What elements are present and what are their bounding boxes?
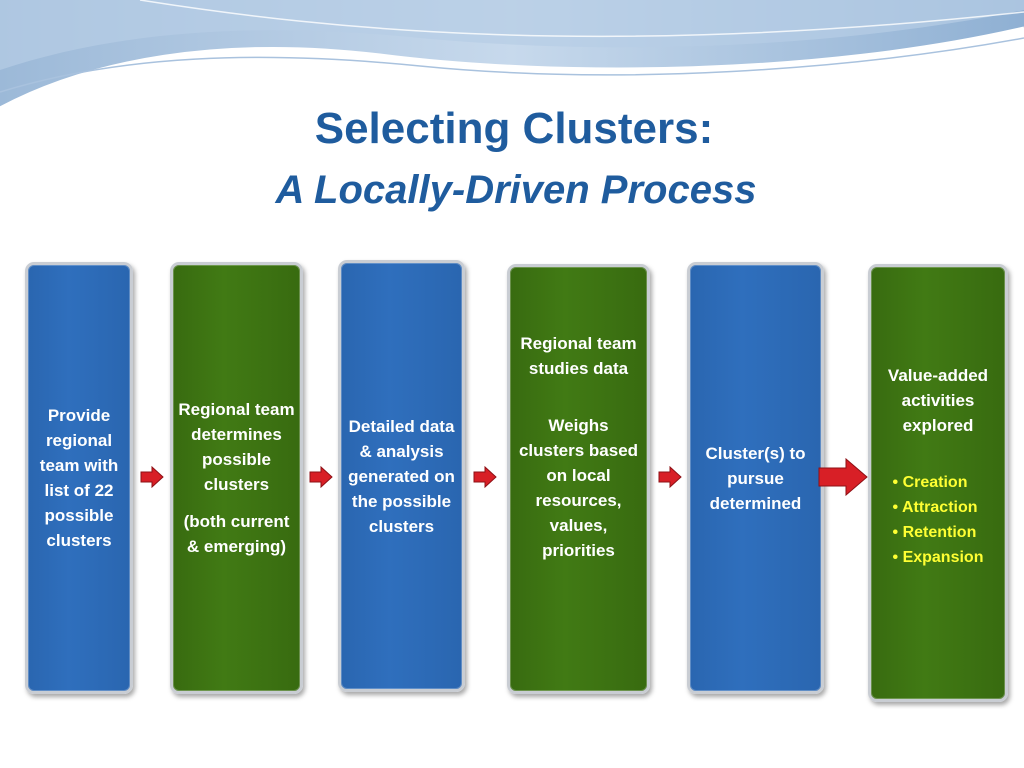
step-4-detail: Weighs clusters based on local resources…	[518, 416, 639, 560]
bullet-expansion: • Expansion	[892, 549, 984, 566]
step-5-text: Cluster(s) to pursue determined	[705, 443, 806, 513]
step-4-text: Regional team studies data	[520, 334, 637, 378]
step-box-3: Detailed data & analysis generated on th…	[338, 260, 465, 692]
bullet-retention: • Retention	[892, 524, 977, 541]
step-6-bullet-list: • Creation • Attraction • Retention • Ex…	[893, 470, 984, 570]
bullet-attraction: • Attraction	[892, 499, 978, 516]
step-box-5: Cluster(s) to pursue determined	[687, 262, 824, 694]
step-1-text: Provide regional team with list of 22 po…	[39, 406, 119, 550]
arrow-right-icon-1	[140, 466, 164, 488]
step-6-text: Value-added activities explored	[887, 366, 989, 435]
step-3-text: Detailed data & analysis generated on th…	[348, 416, 455, 536]
header-wave-decoration	[0, 0, 1024, 110]
slide-subtitle: A Locally-Driven Process	[275, 168, 757, 212]
arrow-right-icon-2	[309, 466, 333, 488]
arrow-right-icon-4	[658, 466, 682, 488]
step-box-6: Value-added activities explored • Creati…	[868, 264, 1008, 702]
step-2-text: Regional team determines possible cluste…	[178, 400, 295, 494]
slide-title: Selecting Clusters:	[314, 104, 714, 153]
step-2-note: (both current & emerging)	[183, 512, 290, 556]
step-box-4: Regional team studies data Weighs cluste…	[507, 264, 650, 694]
bullet-creation: • Creation	[892, 474, 968, 491]
arrow-right-large-icon	[818, 458, 868, 496]
step-box-2: Regional team determines possible cluste…	[170, 262, 303, 694]
step-box-1: Provide regional team with list of 22 po…	[25, 262, 133, 694]
arrow-right-icon-3	[473, 466, 497, 488]
